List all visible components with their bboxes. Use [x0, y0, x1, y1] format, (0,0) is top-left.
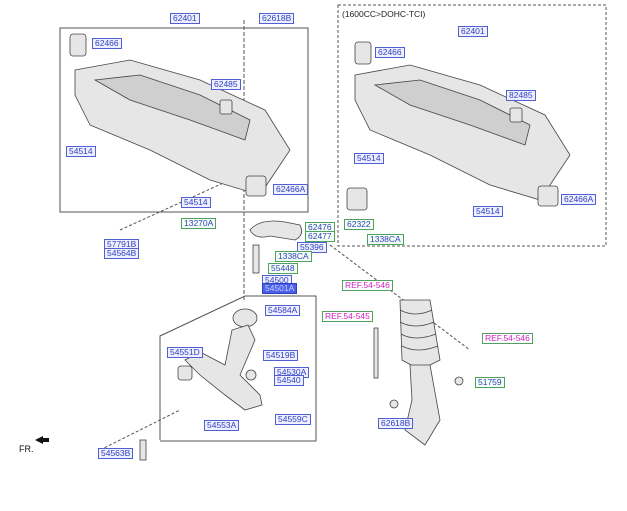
- part-label[interactable]: 62322: [344, 219, 374, 230]
- part-label[interactable]: 54514: [66, 146, 96, 157]
- part-label[interactable]: 1338CA: [275, 251, 312, 262]
- stabilizer-link: [373, 327, 379, 379]
- fr-arrow-icon: [35, 436, 49, 444]
- subframe-group-box: [59, 27, 309, 213]
- part-label[interactable]: 62618B: [259, 13, 295, 24]
- reference-label[interactable]: REF.54-546: [342, 280, 393, 291]
- part-label[interactable]: 62401: [458, 26, 488, 37]
- reference-label[interactable]: REF.54-546: [482, 333, 533, 344]
- variant-caption: (1600CC>DOHC-TCI): [342, 9, 426, 19]
- bushing-part: [69, 33, 87, 57]
- part-label[interactable]: 55448: [268, 263, 298, 274]
- part-label[interactable]: 54584A: [265, 305, 301, 316]
- part-label[interactable]: 54514: [354, 153, 384, 164]
- part-label[interactable]: 62466A: [561, 194, 597, 205]
- reference-label[interactable]: REF.54-545: [322, 311, 373, 322]
- variant-group-box: [337, 4, 607, 247]
- part-label[interactable]: 62485: [211, 79, 241, 90]
- part-label[interactable]: 54559C: [275, 414, 311, 425]
- part-label[interactable]: 54563B: [98, 448, 134, 459]
- part-label[interactable]: 54564B: [104, 248, 140, 259]
- lower-arm-group-box: [159, 295, 317, 442]
- part-label[interactable]: 51759: [475, 377, 505, 388]
- part-label[interactable]: 62401: [170, 13, 200, 24]
- part-label[interactable]: 55396: [297, 242, 327, 253]
- part-label[interactable]: 62477: [305, 231, 335, 242]
- part-label[interactable]: 62618B: [378, 418, 414, 429]
- part-label[interactable]: 54540: [274, 375, 304, 386]
- part-label[interactable]: 62466A: [273, 184, 309, 195]
- part-label[interactable]: 1338CA: [367, 234, 404, 245]
- knuckle-part: [404, 364, 441, 446]
- part-label[interactable]: 62466: [92, 38, 122, 49]
- part-label[interactable]: 13270A: [181, 218, 217, 229]
- front-direction-label: FR.: [19, 444, 34, 454]
- bushing-54584A: [232, 308, 258, 328]
- part-label-selected[interactable]: 54501A: [262, 283, 298, 294]
- part-label[interactable]: 62466: [375, 47, 405, 58]
- bracket-part: [249, 220, 303, 241]
- part-label[interactable]: 54514: [473, 206, 503, 217]
- part-label[interactable]: 82485: [506, 90, 536, 101]
- part-label[interactable]: 54514: [181, 197, 211, 208]
- lower-control-arm: [184, 324, 263, 411]
- part-label[interactable]: 54519B: [263, 350, 299, 361]
- part-label[interactable]: 54553A: [204, 420, 240, 431]
- part-label[interactable]: 54551D: [167, 347, 203, 358]
